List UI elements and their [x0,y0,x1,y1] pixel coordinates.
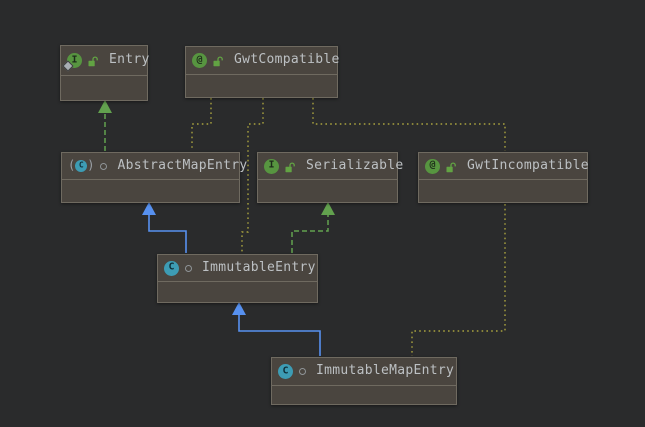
public-lock-icon [446,161,457,173]
node-immutableentry[interactable]: C ImmutableEntry [157,254,318,303]
edge-annotates-gwtincompatible-immutablemapentry[interactable] [411,204,506,356]
package-private-icon [185,264,192,272]
edge-extends-immutablemapentry-immutableentry[interactable] [232,302,321,356]
edge-annotates-gwtcompatible-gwtincompatible[interactable] [312,98,506,151]
node-label: AbstractMapEntry [117,157,248,173]
annotation-icon: @ [192,53,207,68]
node-serializable[interactable]: I Serializable [257,152,403,203]
node-gwtincompatible-title: @ GwtIncompatible [419,153,589,180]
node-entry-title: I Entry [61,46,150,76]
abstract-class-icon: ( C ) [68,158,95,172]
package-private-icon [299,368,306,375]
interface-icon: I [264,158,279,174]
node-label: ImmutableMapEntry [316,363,455,378]
class-icon: C [278,364,293,379]
node-gwtincompatible[interactable]: @ GwtIncompatible [418,152,589,203]
node-gwtcompatible-title: @ GwtCompatible [186,47,340,75]
node-abstractmapentry-title: ( C ) AbstractMapEntry [62,153,247,180]
edge-implements-immutableentry-serializable[interactable] [291,202,335,253]
annotation-icon: @ [425,158,440,174]
public-lock-icon [285,161,296,173]
node-label: ImmutableEntry [202,259,316,275]
interface-icon: I [62,53,82,72]
node-label: GwtCompatible [234,52,340,67]
node-label: GwtIncompatible [467,157,589,173]
node-immutablemapentry-title: C ImmutableMapEntry [272,358,456,386]
node-label: Serializable [306,157,404,173]
node-label: Entry [109,52,150,67]
class-icon: C [164,260,179,276]
node-abstractmapentry[interactable]: ( C ) AbstractMapEntry [61,152,247,203]
node-entry[interactable]: I Entry [60,45,150,101]
edge-extends-immutableentry-abstractmapentry[interactable] [142,202,187,253]
package-private-icon [100,162,108,170]
public-lock-icon [88,56,99,67]
node-immutableentry-title: C ImmutableEntry [158,255,317,282]
node-gwtcompatible[interactable]: @ GwtCompatible [185,46,340,98]
public-lock-icon [213,56,224,67]
edge-annotates-gwtcompatible-abstractmapentry[interactable] [191,98,212,151]
node-immutablemapentry[interactable]: C ImmutableMapEntry [271,357,457,405]
edge-annotates-gwtcompatible-immutableentry[interactable] [241,98,264,253]
edge-implements-abstractmapentry-entry[interactable] [98,100,112,151]
node-serializable-title: I Serializable [258,153,403,180]
